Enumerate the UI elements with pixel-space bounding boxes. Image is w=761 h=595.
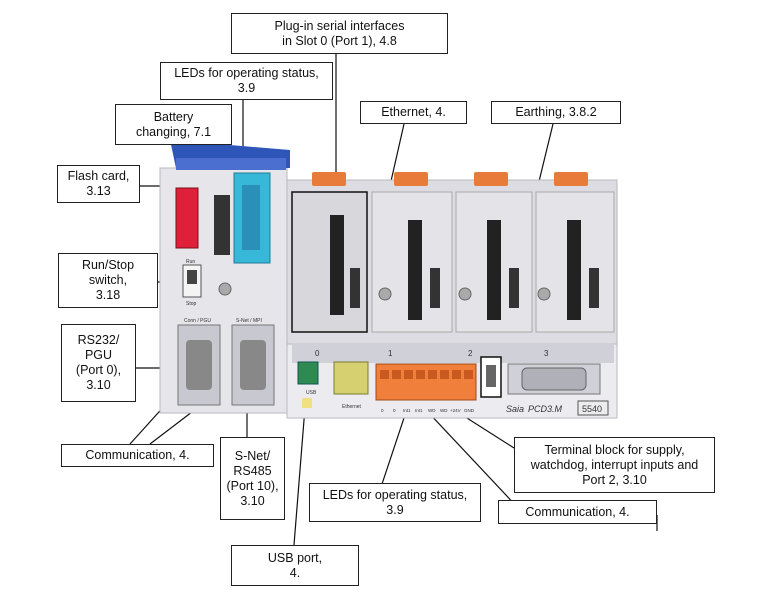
- callout-text: Communication, 4.: [525, 504, 630, 519]
- battery-cover: [170, 140, 290, 170]
- callout-text: 3.10: [86, 378, 111, 392]
- slot-number-0: 0: [315, 349, 320, 358]
- callout-text: (Port 10),: [226, 478, 279, 493]
- callout-text: 3.9: [386, 502, 404, 517]
- callout-earthing: Earthing, 3.8.2: [491, 101, 621, 124]
- callout-text: changing, 7.1: [135, 124, 212, 139]
- brand-label: Saia: [506, 404, 524, 414]
- snet-mpi-label: S-Net / MPI: [236, 318, 262, 324]
- terminal-block: [375, 363, 477, 401]
- callout-text: RS232/: [77, 333, 120, 347]
- pin-label: WD: [428, 408, 436, 413]
- callout-text: PGU: [84, 348, 113, 362]
- flash-slot: [214, 195, 230, 255]
- pin-label: WD: [440, 408, 448, 413]
- callout-text: 3.13: [86, 184, 111, 198]
- usb-label: USB: [306, 390, 317, 396]
- callout-text: Run/Stop: [81, 258, 135, 272]
- callout-terminal-block: Terminal block for supply, watchdog, int…: [514, 437, 715, 493]
- callout-text: S-Net/: [234, 448, 271, 463]
- callout-text: Battery: [153, 109, 194, 124]
- snet-connector: [231, 324, 275, 406]
- callout-text: USB port,: [267, 550, 323, 565]
- pin-label: 0: [381, 408, 384, 413]
- callout-ethernet: Ethernet, 4.: [360, 101, 467, 124]
- pin-label: Int1: [403, 408, 411, 413]
- callout-run-stop: Run/Stop switch, 3.18: [58, 253, 158, 308]
- pin-label: 0: [393, 408, 396, 413]
- ethernet-label: Ethernet: [342, 404, 362, 410]
- callout-text: 3.18: [95, 288, 121, 302]
- callout-text: 4.: [289, 565, 301, 580]
- callout-text: Earthing, 3.8.2: [515, 105, 597, 119]
- callout-text: Port 2, 3.10: [582, 472, 647, 487]
- callout-communication-left: Communication, 4.: [61, 444, 214, 467]
- slot-number-3: 3: [544, 349, 549, 358]
- model-label: PCD3.M: [528, 404, 563, 414]
- callout-leds-bottom: LEDs for operating status, 3.9: [309, 483, 481, 522]
- screw-icon: [218, 282, 232, 296]
- usb-port: [297, 361, 319, 385]
- callout-text: 3.9: [237, 81, 256, 95]
- ethernet-port: [333, 361, 369, 395]
- callout-text: Plug-in serial interfaces: [274, 18, 405, 33]
- model-number-label: 5540: [582, 404, 602, 414]
- callout-snet: S-Net/ RS485 (Port 10), 3.10: [220, 437, 285, 520]
- callout-text: switch,: [88, 273, 128, 287]
- callout-text: Terminal block for supply,: [544, 442, 685, 457]
- led-module: [233, 172, 271, 264]
- flash-card: [175, 187, 199, 249]
- callout-battery: Battery changing, 7.1: [115, 104, 232, 145]
- callout-serial-interfaces: Plug-in serial interfaces in Slot 0 (Por…: [231, 13, 448, 54]
- pin-label: GND: [464, 408, 475, 413]
- slot-number-1: 1: [388, 349, 393, 358]
- terminal-pin-labels: 0 0 Int1 Int1 WD WD +24V GND: [381, 408, 475, 413]
- callout-text: (Port 0),: [75, 363, 122, 377]
- callout-flash-card: Flash card, 3.13: [57, 165, 140, 203]
- leader-usb: [293, 394, 307, 546]
- io-slots: [291, 191, 615, 333]
- slot-number-2: 2: [468, 349, 473, 358]
- callout-rs232: RS232/ PGU (Port 0), 3.10: [61, 324, 136, 402]
- callout-usb-port: USB port, 4.: [231, 545, 359, 586]
- pin-label: Int1: [415, 408, 423, 413]
- callout-leds-top: LEDs for operating status, 3.9: [160, 62, 333, 100]
- usb-led: [302, 398, 312, 408]
- run-stop-switch[interactable]: [182, 264, 202, 298]
- stop-label: Stop: [186, 301, 197, 307]
- callout-text: LEDs for operating status,: [174, 66, 319, 80]
- callout-communication-right: Communication, 4.: [498, 500, 657, 524]
- callout-text: RS485: [233, 463, 272, 478]
- callout-text: in Slot 0 (Port 1), 4.8: [282, 33, 397, 48]
- db15-connector: [507, 363, 601, 395]
- callout-text: 3.10: [240, 493, 265, 508]
- callout-text: Flash card,: [67, 169, 130, 183]
- callout-text: Ethernet, 4.: [381, 105, 446, 119]
- pin-label: +24V: [450, 408, 461, 413]
- callout-text: Communication, 4.: [85, 448, 190, 462]
- orange-clips: [312, 172, 588, 186]
- callout-text: LEDs for operating status,: [322, 487, 468, 502]
- rs232-connector: [177, 324, 221, 406]
- model-number-box: [577, 400, 609, 416]
- callout-text: watchdog, interrupt inputs and: [530, 457, 699, 472]
- conn-pgu-label: Conn / PGU: [184, 318, 211, 324]
- run-label: Run: [186, 259, 195, 265]
